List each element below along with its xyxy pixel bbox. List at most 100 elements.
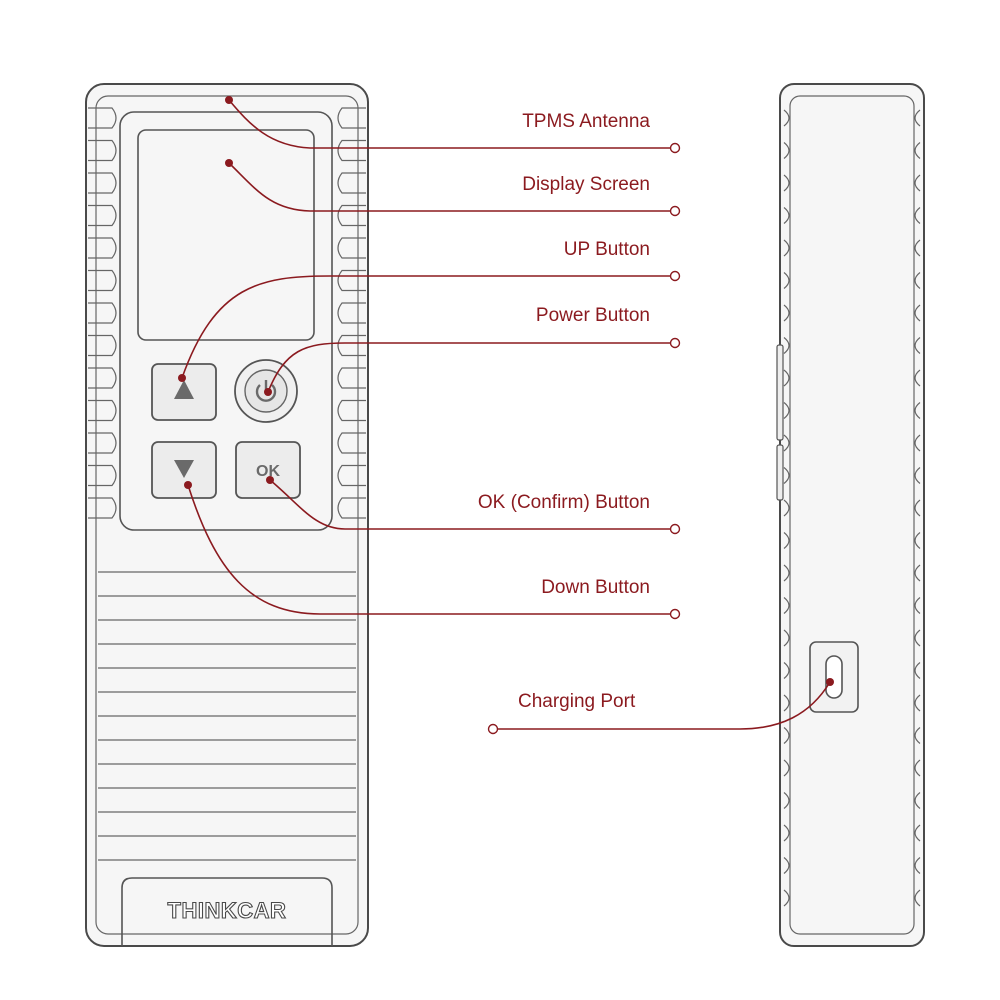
edge-ridge xyxy=(783,467,790,484)
callout-down-button: Down Button xyxy=(184,481,681,620)
edge-ridge xyxy=(914,272,921,289)
front-body-outline xyxy=(85,83,369,947)
grip-ridge xyxy=(88,269,117,292)
edge-ridge xyxy=(914,792,921,809)
edge-ridge xyxy=(914,142,921,159)
edge-ridge xyxy=(783,824,790,842)
grip-ridge xyxy=(337,464,366,487)
edge-ridge xyxy=(783,304,790,322)
callout-leader xyxy=(228,99,675,149)
grip-ridge xyxy=(337,367,366,389)
device-side-view xyxy=(776,83,925,947)
edge-ridge xyxy=(783,337,790,354)
lower-grip-grooves xyxy=(98,571,356,861)
callout-endpoint xyxy=(669,337,681,349)
down-button[interactable] xyxy=(151,441,217,499)
edge-ridge xyxy=(914,662,921,679)
brand-logo: THINKCAR xyxy=(168,898,287,923)
callout-label-down-button: Down Button xyxy=(541,577,650,598)
edge-ridge xyxy=(783,402,790,419)
side-grip-ridges xyxy=(88,107,366,519)
edge-ridge xyxy=(914,369,921,387)
usb-c-port-icon[interactable] xyxy=(825,655,843,699)
edge-ridge xyxy=(914,759,921,777)
edge-ridge xyxy=(914,109,921,127)
grip-ridge xyxy=(88,334,117,357)
callout-endpoint xyxy=(487,723,499,735)
logo-plate: THINKCAR xyxy=(121,877,333,946)
edge-ridge xyxy=(914,499,921,517)
edge-ridge xyxy=(783,727,790,744)
callout-label-charging-port: Charging Port xyxy=(518,691,636,712)
side-body-outline xyxy=(779,83,925,947)
callout-endpoint xyxy=(669,523,681,535)
callout-up-button: UP Button xyxy=(178,239,681,382)
side-button-profile xyxy=(776,344,784,441)
edge-ridge xyxy=(914,629,921,647)
edge-ridge xyxy=(914,889,921,907)
callout-display-screen: Display Screen xyxy=(225,159,681,217)
callout-dot xyxy=(178,374,186,382)
edge-ridge xyxy=(914,337,921,354)
edge-ridge xyxy=(783,564,790,582)
edge-ridge xyxy=(783,109,790,127)
edge-ridge xyxy=(914,174,921,192)
grip-ridge xyxy=(88,367,117,389)
edge-ridge xyxy=(783,662,790,679)
grip-ridge xyxy=(337,399,366,422)
grip-ridge xyxy=(337,432,366,454)
callout-charging-port: Charging Port xyxy=(487,678,834,735)
callout-label-power-button: Power Button xyxy=(536,305,650,326)
front-panel xyxy=(119,111,333,531)
ok-button[interactable]: OK xyxy=(235,441,301,499)
front-body-inner-edge xyxy=(95,95,359,935)
edge-ridge xyxy=(783,369,790,387)
callout-endpoint xyxy=(669,142,681,154)
edge-ridge xyxy=(914,467,921,484)
callout-endpoint xyxy=(669,608,681,620)
edge-ridge xyxy=(914,564,921,582)
edge-ridge xyxy=(783,434,790,452)
edge-ridge xyxy=(783,499,790,517)
triangle-down-icon xyxy=(174,460,194,478)
side-button-profile xyxy=(776,444,784,501)
ok-button-key[interactable] xyxy=(235,441,301,499)
edge-ridge xyxy=(783,889,790,907)
edge-ridge xyxy=(783,597,790,614)
grip-ridge xyxy=(88,302,117,324)
callout-label-ok-button: OK (Confirm) Button xyxy=(478,492,650,513)
grip-ridge xyxy=(337,107,366,129)
edge-ridge xyxy=(914,207,921,224)
grip-ridge xyxy=(88,399,117,422)
grip-ridge xyxy=(88,432,117,454)
callout-label-display-screen: Display Screen xyxy=(522,174,650,195)
edge-ridge xyxy=(783,239,790,257)
grip-ridge xyxy=(88,204,117,227)
grip-ridge xyxy=(337,497,366,519)
up-button[interactable] xyxy=(151,363,217,421)
edge-ridge xyxy=(914,824,921,842)
callout-leader xyxy=(269,479,675,530)
edge-ridge xyxy=(783,792,790,809)
callout-dot xyxy=(225,159,233,167)
callout-dot xyxy=(826,678,834,686)
grip-ridge xyxy=(337,334,366,357)
edge-ridge xyxy=(783,142,790,159)
callout-leader xyxy=(228,162,675,212)
grip-ridge xyxy=(88,497,117,519)
callout-power-button: Power Button xyxy=(264,305,681,396)
side-edge-ridges xyxy=(783,109,921,907)
edge-ridge xyxy=(783,629,790,647)
callout-dot xyxy=(184,481,192,489)
grip-ridge xyxy=(337,302,366,324)
edge-ridge xyxy=(914,597,921,614)
callout-label-up-button: UP Button xyxy=(564,239,650,260)
edge-ridge xyxy=(914,304,921,322)
edge-ridge xyxy=(783,272,790,289)
callout-label-tpms-antenna: TPMS Antenna xyxy=(522,111,650,132)
edge-ridge xyxy=(783,759,790,777)
callouts: TPMS Antenna Display Screen UP Button Po… xyxy=(178,96,834,735)
edge-ridge xyxy=(914,857,921,874)
callout-dot xyxy=(266,476,274,484)
